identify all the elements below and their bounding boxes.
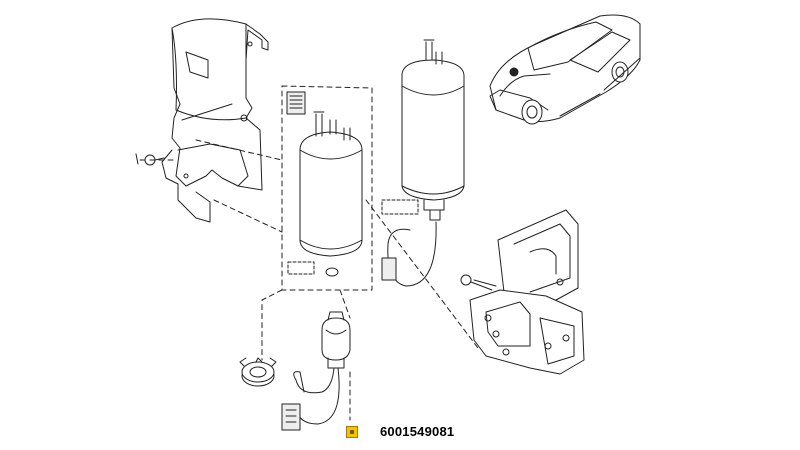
bolt-right <box>460 274 497 291</box>
retaining-nut <box>239 357 277 387</box>
part-number-label[interactable]: 6001549081 <box>380 424 455 439</box>
bolt-left <box>135 153 165 166</box>
label-tag <box>286 91 306 115</box>
fuel-filter-front <box>287 111 363 277</box>
car-illustration <box>489 14 641 125</box>
heater-sensor <box>281 311 351 431</box>
mounting-bracket <box>469 209 585 375</box>
part-callout-marker[interactable] <box>346 426 358 438</box>
fuel-filter-rear <box>381 39 465 287</box>
assembly-box <box>149 85 479 421</box>
heat-shield-bracket <box>161 18 269 223</box>
